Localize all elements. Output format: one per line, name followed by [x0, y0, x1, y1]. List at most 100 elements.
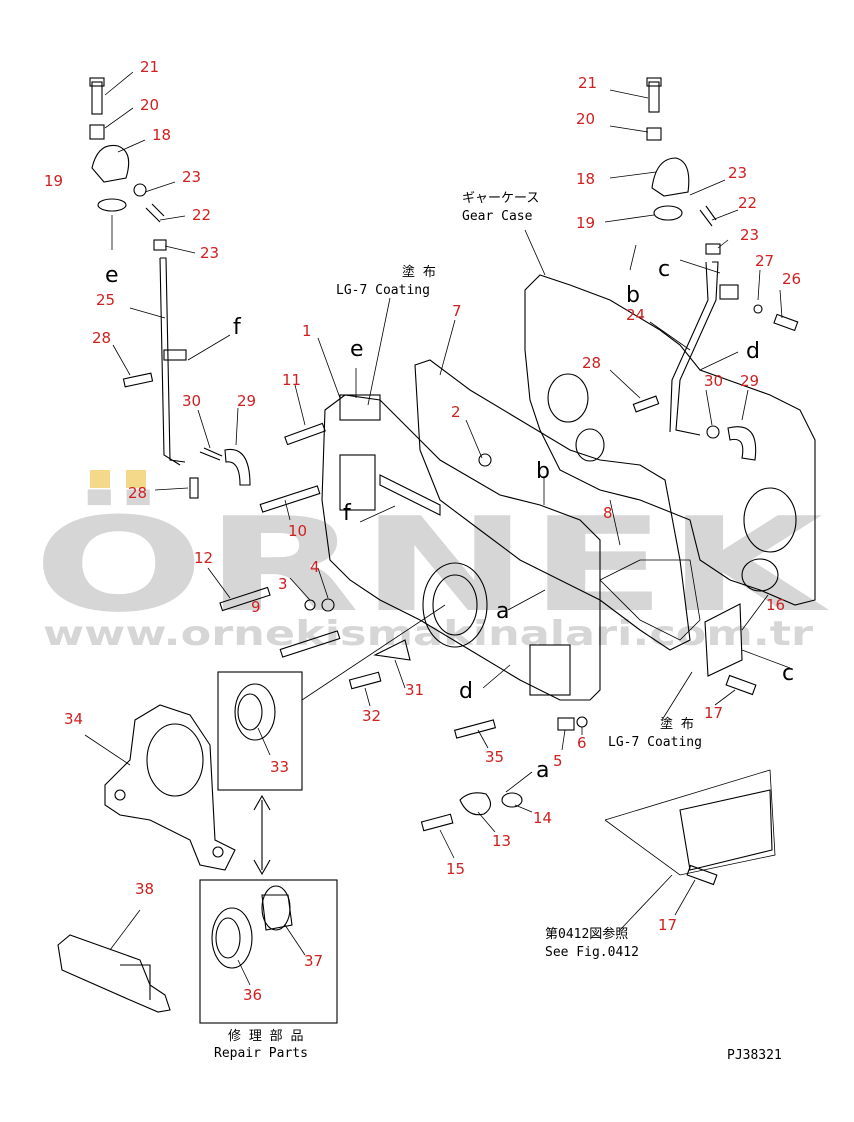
reference-panel-outline	[604, 769, 776, 876]
label-37: 37	[304, 952, 323, 970]
front-cover-seal-bore	[422, 562, 488, 648]
front-cover-top-boss	[339, 394, 381, 421]
label-28-left-bottom: 28	[128, 484, 147, 502]
label-17-lower: 17	[658, 916, 677, 934]
pipe-clip-left	[163, 349, 187, 361]
leader-20-right	[609, 125, 649, 133]
label-21-left: 21	[140, 58, 159, 76]
label-16: 16	[766, 596, 785, 614]
front-cover-seal-bore-inner	[432, 574, 478, 636]
front-cover-body	[321, 394, 601, 701]
leader-lines	[84, 71, 791, 986]
pipe-25-left	[159, 257, 186, 466]
hose-22-left	[145, 203, 165, 223]
leader-21-left	[104, 71, 134, 96]
leader-coating-bottom	[661, 671, 693, 721]
bolt-15	[420, 813, 454, 832]
seal-33-leader	[301, 604, 446, 701]
label-26: 26	[782, 270, 801, 288]
front-cover-lower-window	[529, 644, 571, 696]
caption-ref-en: See Fig.0412	[545, 945, 639, 960]
leader-31	[394, 659, 406, 689]
letter-e-cover: e	[350, 337, 364, 362]
leader-5	[561, 729, 566, 751]
label-22-left: 22	[192, 206, 211, 224]
gear-case-bore-3	[743, 487, 797, 553]
gear-case-bore-1	[547, 373, 589, 423]
seal-33	[234, 683, 276, 741]
leader-8	[609, 499, 621, 546]
label-23-right-top: 23	[728, 164, 747, 182]
gear-case-bore-4	[741, 558, 779, 592]
label-19-left: 19	[44, 172, 63, 190]
leader-15	[439, 829, 455, 859]
leader-13	[477, 811, 496, 833]
hose-22-right	[699, 205, 717, 227]
part-numbers: 21 20 18 19 23 22 23 25 28 30 29 28 11 1…	[44, 58, 801, 1004]
leader-23-right-top	[689, 179, 726, 196]
leader-29-left	[235, 407, 239, 446]
label-13: 13	[492, 832, 511, 850]
hose-29-right	[727, 426, 757, 461]
label-11: 11	[282, 371, 301, 389]
leader-7	[439, 319, 456, 376]
gear-case-body	[524, 274, 816, 606]
arrow-c-right	[679, 259, 721, 274]
label-28-right: 28	[582, 354, 601, 372]
label-20-left: 20	[140, 96, 159, 114]
bolt-17-upper	[725, 674, 757, 696]
right-breather-assembly	[629, 77, 799, 461]
seal-36	[211, 907, 253, 969]
leader-17-lower	[674, 879, 696, 916]
clamp-23-left-bottom	[153, 239, 167, 251]
letter-a-lower: a	[536, 758, 549, 783]
bolt-32	[348, 671, 382, 690]
leader-24	[649, 321, 691, 351]
leader-gear-case	[524, 229, 546, 276]
label-30-left: 30	[182, 392, 201, 410]
label-8: 8	[603, 504, 613, 522]
washer-27-right	[753, 304, 763, 314]
label-5: 5	[553, 752, 563, 770]
bolt-9	[219, 586, 271, 612]
washer-6	[576, 716, 588, 728]
leader-26	[779, 289, 783, 319]
seal-box-33-frame	[217, 671, 303, 791]
breather-cap-18-right	[651, 157, 690, 197]
label-1: 1	[302, 322, 312, 340]
caption-coating-bottom-jp: 塗 布	[660, 716, 694, 732]
sleeve-37	[261, 885, 291, 931]
front-cover-1	[321, 394, 601, 701]
seal-33-inner	[237, 693, 263, 731]
label-6: 6	[577, 734, 587, 752]
watermark-dot-left	[90, 470, 110, 488]
leader-36	[237, 959, 251, 986]
letter-d-right: d	[746, 339, 760, 364]
reference-letters: e f e f b a d a b c d c	[105, 257, 794, 783]
arrow-a-cover	[507, 589, 546, 611]
seal-box-33	[217, 604, 446, 791]
letter-d-cover: d	[459, 679, 473, 704]
plug-2	[478, 453, 492, 467]
leader-16	[741, 594, 769, 631]
label-7: 7	[452, 302, 462, 320]
leader-23-right-bottom	[717, 239, 729, 249]
caption-repair-en: Repair Parts	[214, 1046, 308, 1061]
leader-1	[317, 337, 341, 399]
leader-28-left	[112, 344, 131, 376]
bolt-21-right	[648, 81, 660, 113]
pipe-24-right	[669, 261, 719, 436]
leader-23-left-top	[144, 181, 176, 193]
label-20-right: 20	[576, 110, 595, 128]
clamp-23-right	[705, 243, 721, 255]
leader-33	[257, 727, 271, 756]
arrow-d-right	[699, 351, 739, 371]
leader-4	[317, 567, 329, 599]
bolt-26-right	[773, 313, 799, 332]
leader-38	[109, 909, 141, 951]
label-34: 34	[64, 710, 83, 728]
leader-coating-top	[367, 297, 391, 406]
caption-coating-top-en: LG-7 Coating	[336, 283, 430, 298]
bolt-21-right-head	[646, 77, 662, 87]
